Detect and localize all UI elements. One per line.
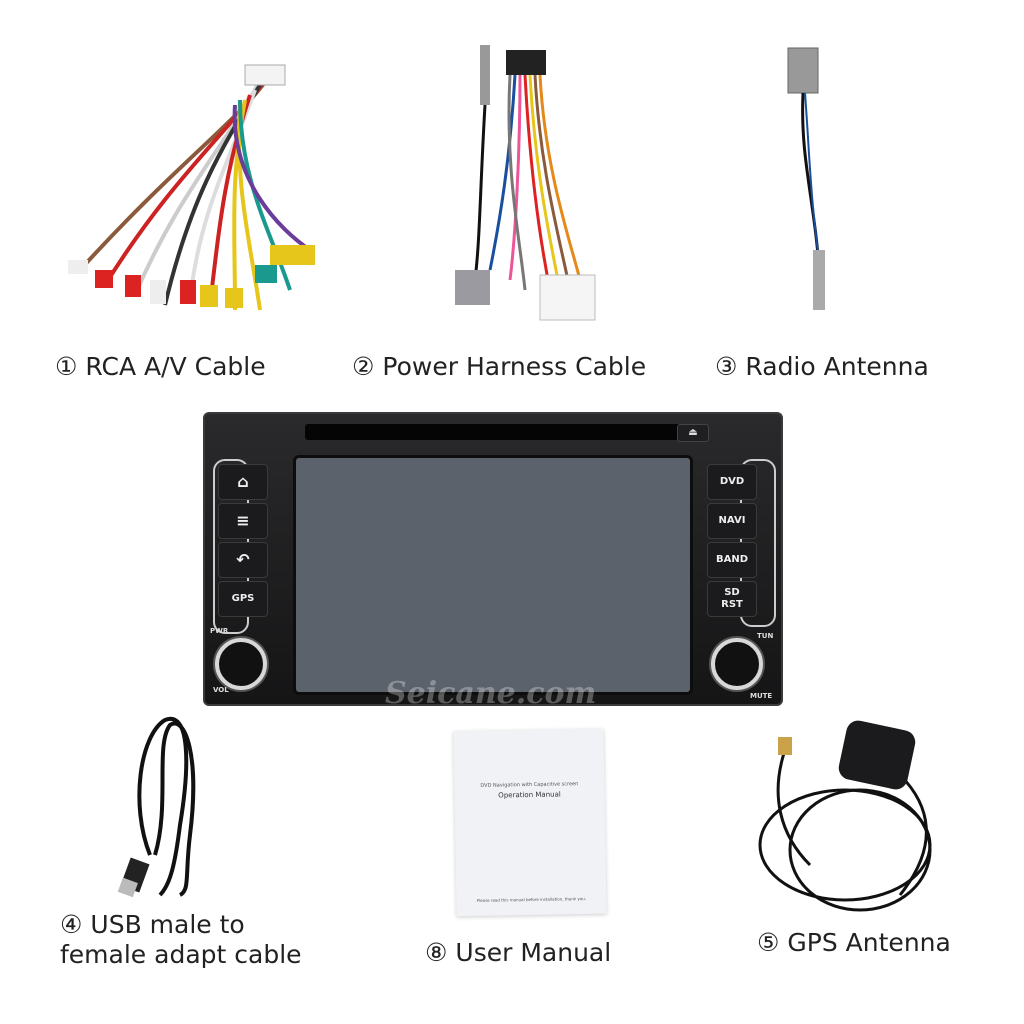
gps-antenna-image bbox=[758, 720, 932, 912]
item-number: ③ bbox=[715, 352, 738, 381]
manual-title: Operation Manual bbox=[498, 790, 561, 800]
mute-label: MUTE bbox=[750, 692, 773, 700]
display-screen[interactable] bbox=[293, 455, 693, 695]
manual-subtitle: DVD Navigation with Capacitive screen bbox=[480, 781, 579, 789]
watermark: Seicane.com bbox=[385, 676, 597, 711]
back-button[interactable]: ↶ bbox=[218, 542, 268, 578]
rca-av-cable-image bbox=[68, 64, 315, 311]
item-number: ⑤ bbox=[757, 928, 780, 957]
user-manual-image: DVD Navigation with Capacitive screen Op… bbox=[453, 728, 607, 917]
item-name: GPS Antenna bbox=[787, 928, 951, 957]
disc-slot bbox=[305, 424, 690, 440]
item-number: ② bbox=[352, 352, 375, 381]
band-button[interactable]: BAND bbox=[707, 542, 757, 578]
radio-antenna-image bbox=[787, 47, 825, 310]
eject-button[interactable]: ⏏ bbox=[677, 424, 709, 442]
item-number: ⑧ bbox=[425, 938, 448, 967]
gps-button[interactable]: GPS bbox=[218, 581, 268, 617]
volume-knob[interactable] bbox=[215, 638, 267, 690]
menu-icon: ≡ bbox=[236, 511, 250, 530]
tun-label: TUN bbox=[757, 632, 774, 640]
dvd-button[interactable]: DVD bbox=[707, 464, 757, 500]
item-label-usb-cable-line2: female adapt cable bbox=[60, 940, 302, 969]
menu-button[interactable]: ≡ bbox=[218, 503, 268, 539]
item-number: ④ bbox=[60, 910, 83, 939]
manual-footer: Please read this manual before installat… bbox=[476, 896, 587, 903]
item-name: RCA A/V Cable bbox=[85, 352, 266, 381]
vol-label: VOL bbox=[213, 686, 229, 694]
power-harness-cable-image bbox=[455, 45, 596, 321]
pwr-label: PWR bbox=[210, 627, 229, 635]
back-icon: ↶ bbox=[236, 550, 250, 569]
item-name: USB male to bbox=[90, 910, 245, 939]
navi-button[interactable]: NAVI bbox=[707, 503, 757, 539]
sd-rst-button[interactable]: SD RST bbox=[707, 581, 757, 617]
tune-knob[interactable] bbox=[711, 638, 763, 690]
item-name: User Manual bbox=[455, 938, 612, 967]
item-name: Power Harness Cable bbox=[382, 352, 647, 381]
usb-cable-image bbox=[117, 716, 196, 898]
home-button[interactable]: ⌂ bbox=[218, 464, 268, 500]
item-name: Radio Antenna bbox=[745, 352, 929, 381]
home-icon: ⌂ bbox=[237, 472, 249, 491]
head-unit: ⏏ ⌂ ≡ ↶ GPS DVD NAVI BAND SD RST PWR VOL… bbox=[203, 412, 783, 711]
item-number: ① bbox=[55, 352, 78, 381]
